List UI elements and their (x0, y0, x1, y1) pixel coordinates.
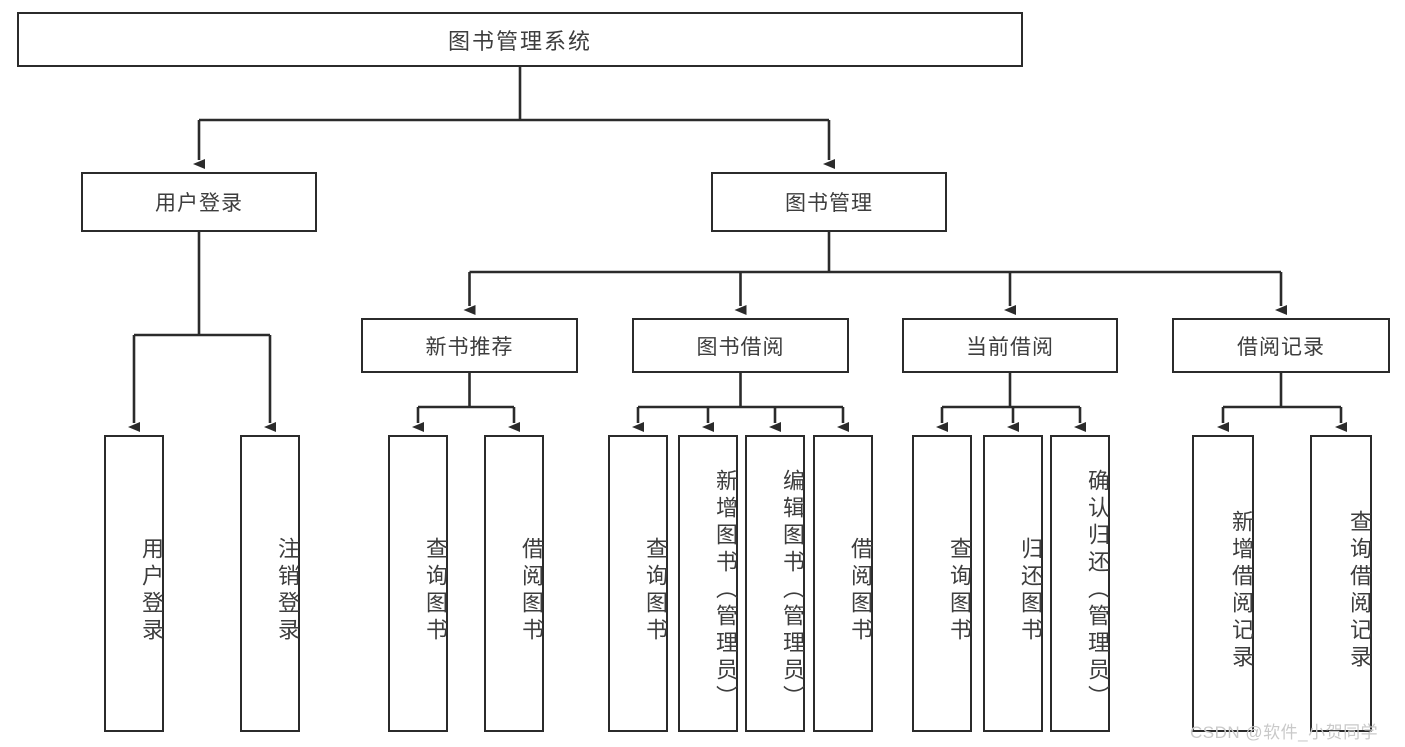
node-leaf-query-book-bb[interactable]: 查询图书 (608, 435, 668, 732)
node-user-login[interactable]: 用户登录 (81, 172, 317, 232)
node-leaf-query-book-cb[interactable]: 查询图书 (912, 435, 972, 732)
node-current-borrow[interactable]: 当前借阅 (902, 318, 1118, 373)
node-leaf-borrow-book-bb[interactable]: 借阅图书 (813, 435, 873, 732)
node-label: 用户登录 (139, 536, 164, 645)
node-label: 新增图书（管理员） (713, 469, 738, 712)
node-label: 编辑图书（管理员） (780, 469, 805, 712)
node-root[interactable]: 图书管理系统 (17, 12, 1023, 67)
node-label: 新增借阅记录 (1229, 509, 1254, 672)
node-label: 查询图书 (423, 536, 448, 645)
node-leaf-add-record[interactable]: 新增借阅记录 (1192, 435, 1254, 732)
node-leaf-query-book-rec[interactable]: 查询图书 (388, 435, 448, 732)
node-new-book-rec[interactable]: 新书推荐 (361, 318, 578, 373)
node-label: 查询图书 (947, 536, 972, 645)
node-leaf-return-book[interactable]: 归还图书 (983, 435, 1043, 732)
node-label: 新书推荐 (425, 335, 514, 359)
node-leaf-confirm-return[interactable]: 确认归还（管理员） (1050, 435, 1110, 732)
node-label: 查询借阅记录 (1347, 509, 1372, 672)
node-leaf-borrow-book-rec[interactable]: 借阅图书 (484, 435, 544, 732)
node-label: 图书借阅 (696, 335, 785, 359)
node-leaf-query-record[interactable]: 查询借阅记录 (1310, 435, 1372, 732)
node-label: 借阅图书 (519, 536, 544, 645)
node-leaf-add-book[interactable]: 新增图书（管理员） (678, 435, 738, 732)
node-book-manage[interactable]: 图书管理 (711, 172, 947, 232)
node-label: 当前借阅 (966, 335, 1054, 359)
node-label: 用户登录 (155, 192, 243, 215)
node-label: 借阅图书 (848, 536, 873, 645)
node-label: 图书管理系统 (447, 28, 592, 54)
node-label: 归还图书 (1018, 536, 1043, 645)
node-leaf-edit-book[interactable]: 编辑图书（管理员） (745, 435, 805, 732)
node-leaf-user-logout[interactable]: 注销登录 (240, 435, 300, 732)
node-book-borrow[interactable]: 图书借阅 (632, 318, 849, 373)
node-label: 图书管理 (785, 192, 873, 215)
node-label: 查询图书 (643, 536, 668, 645)
node-label: 借阅记录 (1237, 335, 1325, 359)
node-label: 确认归还（管理员） (1085, 469, 1110, 712)
node-leaf-user-login[interactable]: 用户登录 (104, 435, 164, 732)
node-label: 注销登录 (275, 536, 300, 645)
node-borrow-record[interactable]: 借阅记录 (1172, 318, 1390, 373)
csdn-watermark: CSDN @软件_小贺同学 (1190, 723, 1379, 742)
